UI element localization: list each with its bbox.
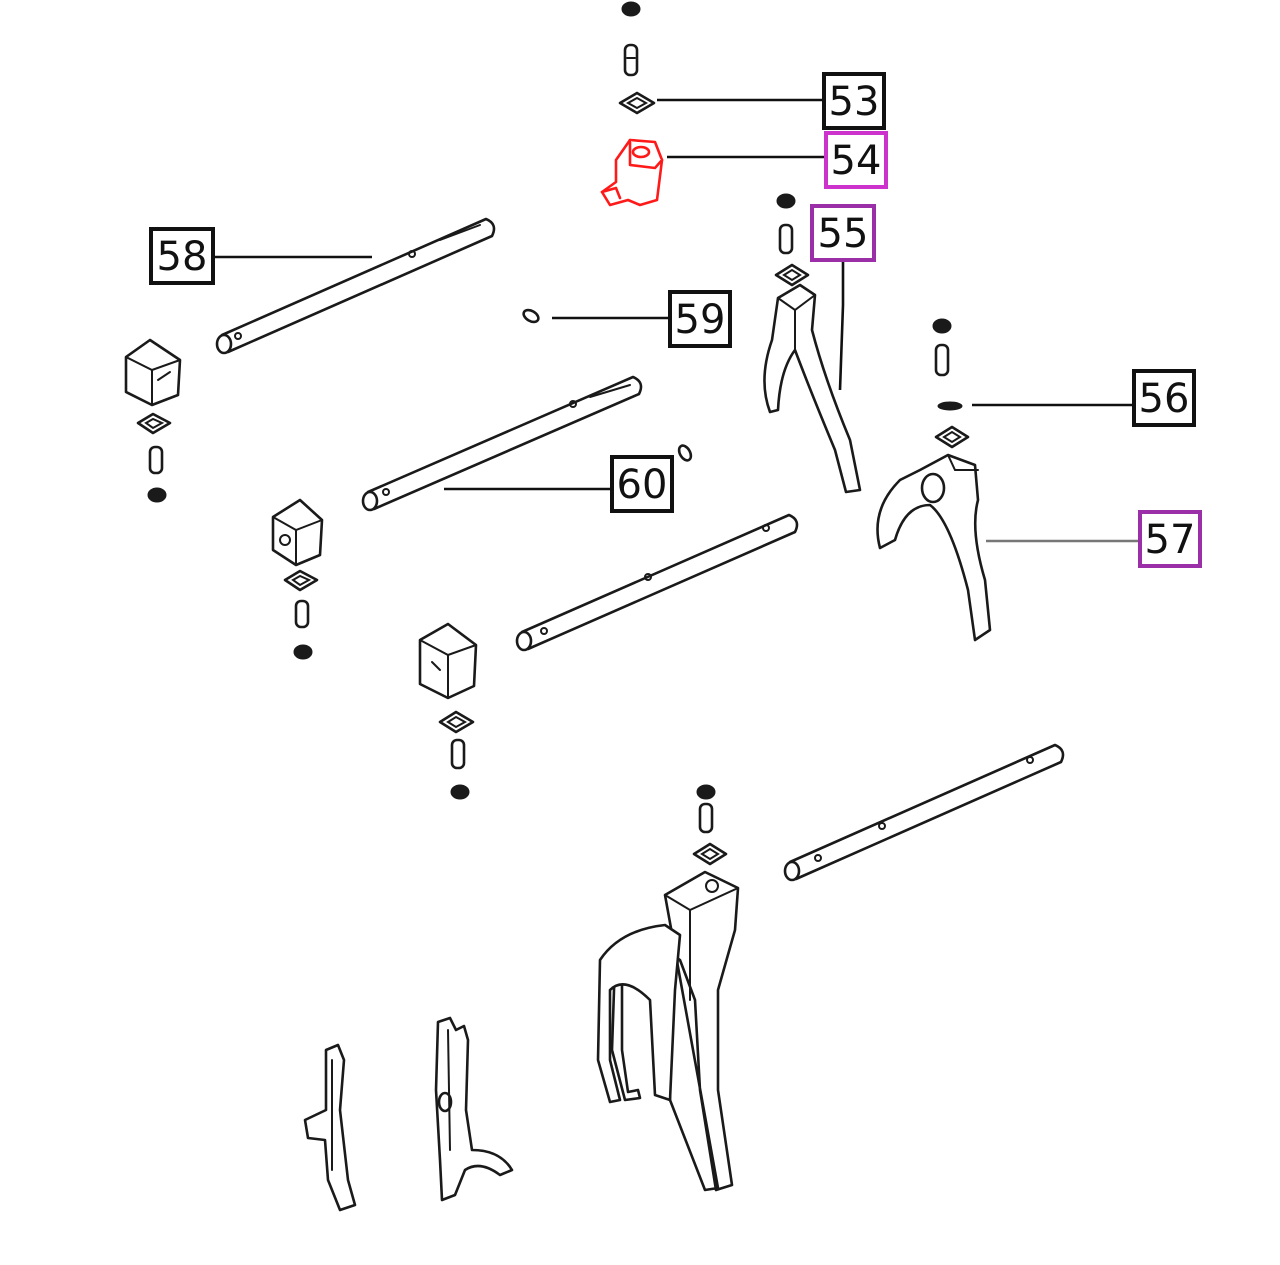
callout-60-box — [610, 455, 674, 513]
callout-60-label: 60 — [617, 462, 668, 508]
callout-56[interactable]: 56 — [1132, 369, 1196, 427]
callout-57-box — [1138, 510, 1202, 568]
leader-lines — [213, 98, 1140, 543]
callout-56-box — [1132, 369, 1196, 427]
callout-57-label: 57 — [1145, 517, 1196, 563]
callout-58-box — [149, 227, 215, 285]
callout-59-label: 59 — [675, 297, 726, 343]
callout-53[interactable]: 53 — [822, 72, 886, 130]
shift-block-3[interactable] — [418, 622, 478, 800]
callout-56-label: 56 — [1139, 376, 1190, 422]
highlighted-part-54[interactable] — [600, 138, 664, 207]
callout-53-box — [822, 72, 886, 130]
shift-block-1[interactable] — [124, 338, 182, 503]
callout-58-label: 58 — [157, 234, 208, 280]
shift-lever-fork[interactable] — [434, 1016, 514, 1202]
top-fastener-stack — [618, 1, 656, 115]
callout-54[interactable]: 54 — [824, 131, 888, 189]
callout-57[interactable]: 57 — [1138, 510, 1202, 568]
shift-lever-small[interactable] — [303, 1043, 357, 1212]
callout-53-label: 53 — [829, 79, 880, 125]
fork-55[interactable] — [763, 193, 862, 494]
pin-59[interactable] — [522, 308, 541, 325]
shift-block-2[interactable] — [271, 498, 324, 660]
fork-57[interactable] — [876, 318, 992, 642]
shaft-58[interactable] — [215, 217, 496, 355]
callout-55-label: 55 — [818, 211, 869, 257]
callout-58[interactable]: 58 — [149, 227, 215, 285]
shaft-lower-middle[interactable] — [515, 513, 799, 652]
large-shift-fork[interactable] — [596, 784, 740, 1192]
callout-54-label: 54 — [831, 138, 882, 184]
callout-59[interactable]: 59 — [668, 290, 732, 348]
shaft-bottom[interactable] — [783, 743, 1065, 882]
shaft-60[interactable] — [361, 375, 693, 512]
callout-55[interactable]: 55 — [810, 204, 876, 262]
callout-54-box — [824, 131, 888, 189]
callout-59-box — [668, 290, 732, 348]
callout-60[interactable]: 60 — [610, 455, 674, 513]
callout-55-box — [810, 204, 876, 262]
